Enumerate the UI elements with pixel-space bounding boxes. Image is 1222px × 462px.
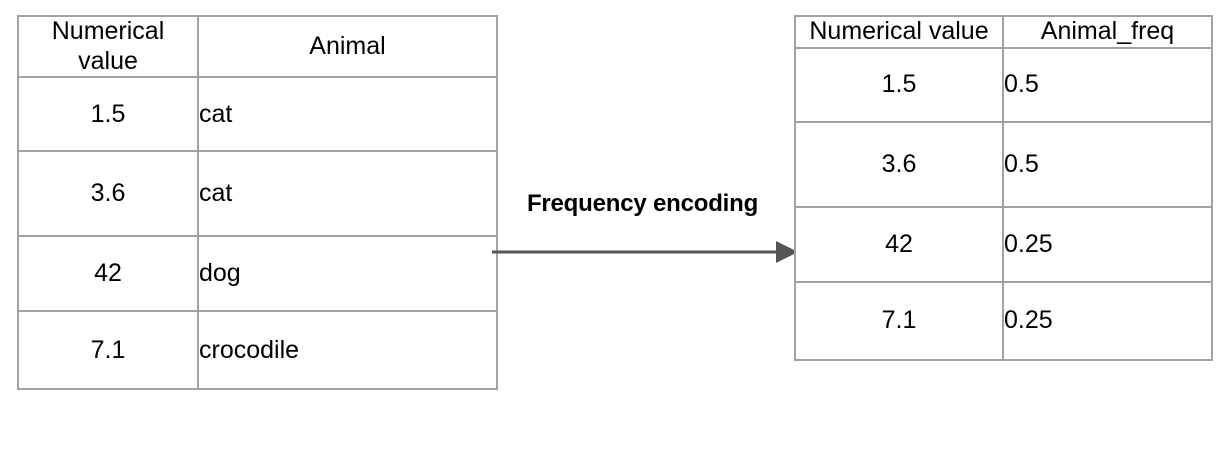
source-cell-animal: cat: [197, 76, 498, 152]
encoded-cell-value: 1.5: [794, 46, 1004, 123]
source-cell-animal: crocodile: [197, 310, 498, 390]
table-row: 7.1 0.25: [794, 280, 1213, 361]
source-header-animal: Animal: [197, 15, 498, 78]
table-row: 7.1 crocodile: [17, 310, 498, 390]
table-header-row: Numerical value Animal: [17, 15, 498, 78]
source-cell-value: 1.5: [17, 76, 199, 152]
table-header-row: Numerical value Animal_freq: [794, 15, 1213, 49]
transform-label: Frequency encoding: [526, 190, 759, 217]
table-row: 3.6 0.5: [794, 120, 1213, 208]
source-cell-animal: dog: [197, 235, 498, 312]
source-table: Numerical value Animal 1.5 cat 3.6 cat 4…: [17, 15, 498, 390]
encoded-cell-value: 3.6: [794, 120, 1004, 208]
encoded-cell-freq: 0.25: [1002, 280, 1213, 361]
encoded-header-animal-freq: Animal_freq: [1002, 15, 1213, 49]
encoded-cell-freq: 0.5: [1002, 46, 1213, 123]
table-row: 42 0.25: [794, 205, 1213, 283]
source-header-numerical-value: Numerical value: [17, 15, 199, 78]
source-cell-animal: cat: [197, 150, 498, 237]
table-row: 1.5 cat: [17, 76, 498, 152]
table-row: 1.5 0.5: [794, 46, 1213, 123]
arrow-right-icon: [492, 241, 798, 263]
encoded-cell-freq: 0.25: [1002, 205, 1213, 283]
source-cell-value: 3.6: [17, 150, 199, 237]
encoded-header-numerical-value: Numerical value: [794, 15, 1004, 49]
table-row: 3.6 cat: [17, 150, 498, 237]
table-row: 42 dog: [17, 235, 498, 312]
encoded-table: Numerical value Animal_freq 1.5 0.5 3.6 …: [794, 15, 1213, 361]
encoded-cell-value: 7.1: [794, 280, 1004, 361]
encoded-cell-freq: 0.5: [1002, 120, 1213, 208]
encoded-cell-value: 42: [794, 205, 1004, 283]
source-cell-value: 7.1: [17, 310, 199, 390]
source-cell-value: 42: [17, 235, 199, 312]
